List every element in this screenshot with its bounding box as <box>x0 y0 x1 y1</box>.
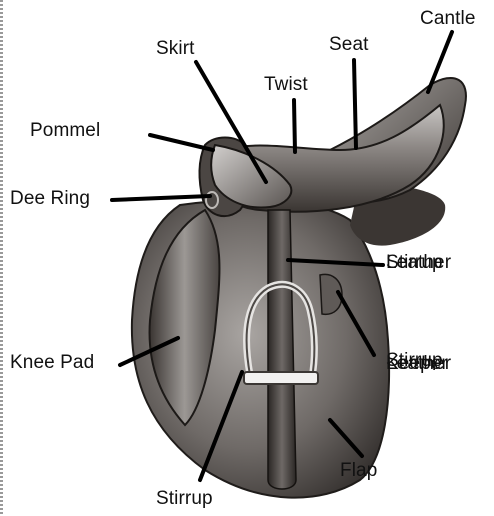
twist-label: Twist <box>264 74 308 96</box>
seat-leader <box>354 60 356 148</box>
pommel-label: Pommel <box>30 120 100 142</box>
stirrup-tread-shape <box>244 372 318 384</box>
knee-pad-label: Knee Pad <box>10 352 94 374</box>
flap-label: Flap <box>340 460 377 482</box>
pommel-leader <box>150 135 213 150</box>
cantle-label: Cantle <box>420 8 476 30</box>
twist-leader <box>294 100 295 152</box>
dee-ring-leader <box>112 196 210 200</box>
skirt-label: Skirt <box>156 38 195 60</box>
dee-ring-label: Dee Ring <box>10 188 90 210</box>
stirrup-label: Stirrup <box>156 488 213 510</box>
seat-label: Seat <box>329 34 369 56</box>
keeper-label-line-3: Keeper <box>386 353 448 375</box>
stirrup-leather-label-line-2: Leather <box>386 252 451 274</box>
